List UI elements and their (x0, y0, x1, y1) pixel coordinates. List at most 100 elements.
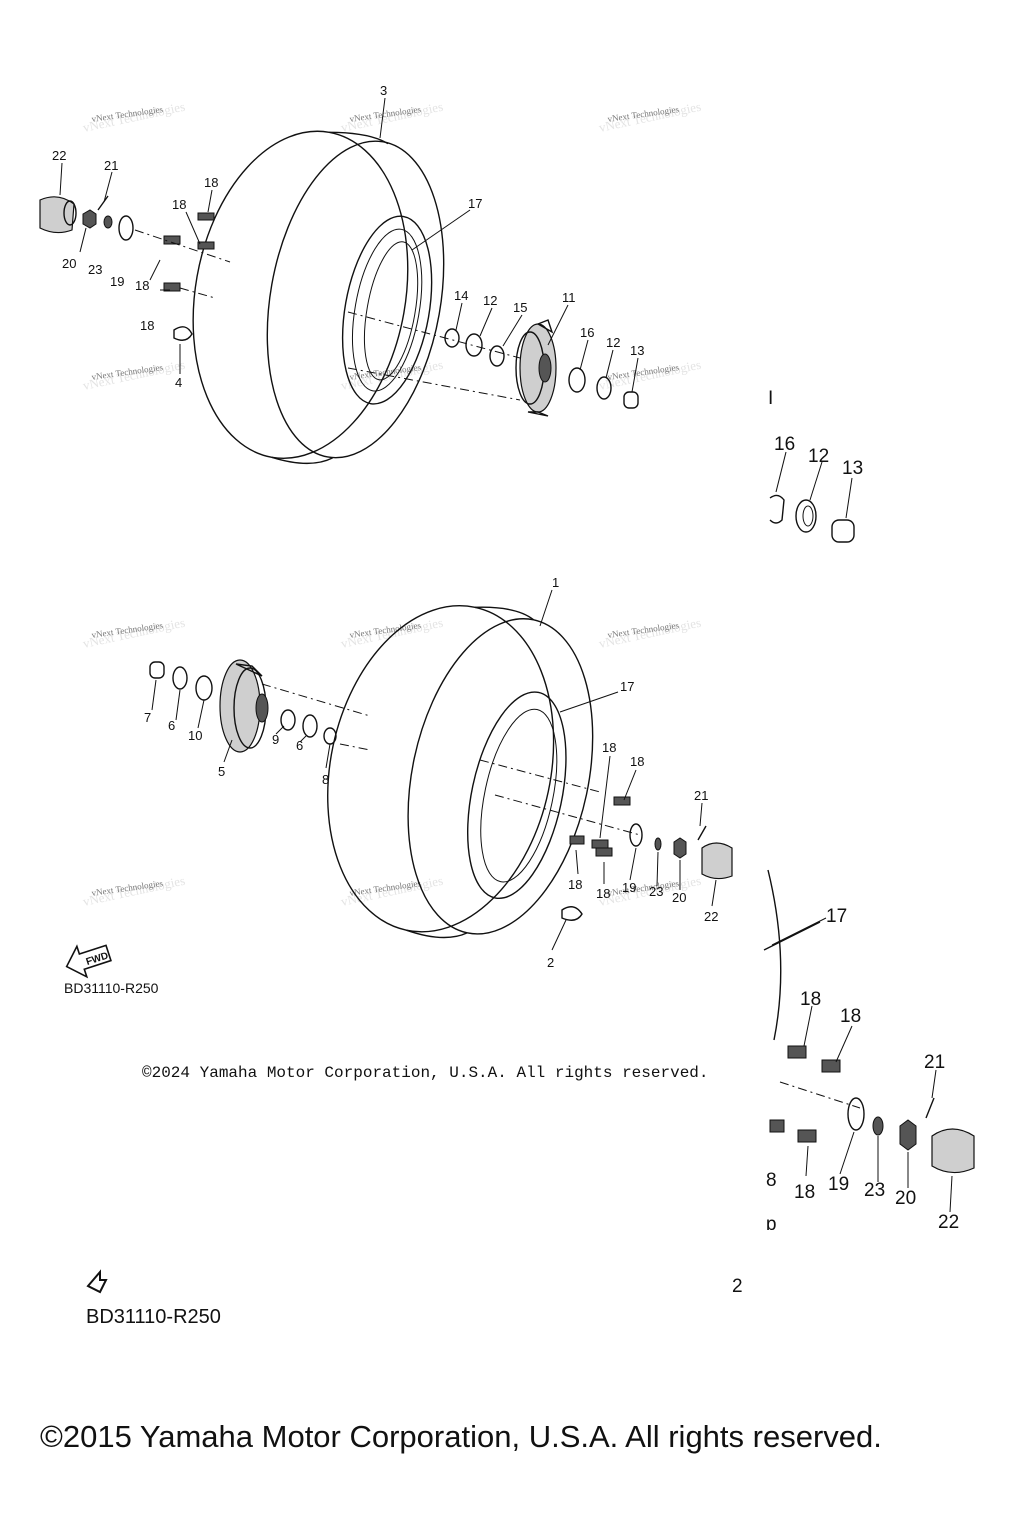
inset-fragment: ɒ (766, 1214, 777, 1235)
lower-bolt-18 (591, 839, 609, 849)
callout-16: 16 (580, 325, 594, 340)
callout-21: 21 (104, 158, 118, 173)
lower-part-6 (172, 666, 188, 690)
callout-22: 22 (938, 1212, 959, 1233)
upper-washer-23 (103, 215, 113, 229)
callout-9: 9 (272, 732, 279, 747)
lower-nut-20 (673, 837, 687, 859)
upper-pin-21 (97, 195, 109, 211)
lower-pin-21 (697, 825, 707, 841)
callout-19: 19 (110, 274, 124, 289)
callout-16: 16 (774, 434, 795, 455)
callout-18: 18 (596, 886, 610, 901)
inset-upper: I 16 12 13 (768, 388, 863, 543)
inset-pin-21 (925, 1097, 935, 1119)
callout-4: 4 (175, 375, 182, 390)
lower-washer-23 (654, 837, 662, 851)
callout-19: 19 (828, 1174, 849, 1195)
callout-18: 18 (602, 740, 616, 755)
callout-20: 20 (895, 1188, 916, 1209)
upper-valve-4 (173, 326, 193, 341)
callout-10: 10 (188, 728, 202, 743)
watermarks: vNext Technologies vNext Technologies vN… (82, 99, 703, 909)
callout-23: 23 (864, 1180, 885, 1201)
inset-fragment: I (768, 388, 773, 409)
callout-17: 17 (620, 679, 634, 694)
upper-washer-19 (118, 215, 134, 241)
lower-part-7 (149, 661, 165, 679)
upper-callouts: 3 22 21 18 18 17 20 23 19 18 18 14 12 15… (52, 83, 644, 390)
callout-13: 13 (842, 458, 863, 479)
callout-18: 18 (800, 989, 821, 1010)
upper-part-16 (568, 367, 586, 393)
callout-18: 18 (840, 1006, 861, 1027)
lower-fasteners (561, 796, 733, 921)
lower-part-8 (323, 727, 337, 745)
lower-callouts: 1 17 7 6 10 5 9 6 8 18 18 21 18 18 19 23… (144, 575, 718, 970)
lower-part-9 (280, 709, 296, 731)
upper-bolt-18 (163, 235, 181, 245)
copyright-notice-2015: ©2015 Yamaha Motor Corporation, U.S.A. A… (40, 1419, 882, 1454)
figure-code: BD31110-R250 (64, 980, 159, 996)
inset-washer-23 (872, 1116, 884, 1136)
upper-part-15 (489, 345, 505, 367)
upper-tire (192, 130, 445, 465)
upper-part-12 (465, 333, 483, 357)
figure-code-enlarged: BD31110-R250 (86, 1306, 221, 1328)
callout-7: 7 (144, 710, 151, 725)
fwd-arrow-icon-fragment (86, 1269, 108, 1294)
lower-hub (219, 659, 269, 753)
callout-8: 8 (322, 772, 329, 787)
copyright-notice-2024: ©2024 Yamaha Motor Corporation, U.S.A. A… (142, 1064, 709, 1082)
inset-cap-22 (931, 1128, 975, 1174)
upper-cap-22 (39, 196, 75, 234)
inset-part-12 (795, 499, 817, 533)
callout-21: 21 (694, 788, 708, 803)
callout-23: 23 (649, 884, 663, 899)
callout-18: 18 (140, 318, 154, 333)
callout-18: 18 (172, 197, 186, 212)
callout-5: 5 (218, 764, 225, 779)
callout-1: 1 (552, 575, 559, 590)
callout-13: 13 (630, 343, 644, 358)
lower-part-10 (195, 675, 213, 701)
callout-22: 22 (704, 909, 718, 924)
lower-valve-2 (561, 906, 583, 921)
inset-washer-19 (847, 1097, 865, 1131)
callout-3: 3 (380, 83, 387, 98)
callout-8: 8 (766, 1170, 777, 1191)
callout-12: 12 (606, 335, 620, 350)
callout-20: 20 (672, 890, 686, 905)
lower-washer-19 (629, 823, 643, 847)
callout-20: 20 (62, 256, 76, 271)
callout-18: 18 (630, 754, 644, 769)
callout-21: 21 (924, 1052, 945, 1073)
callout-6: 6 (296, 738, 303, 753)
inset-fragment: 2 (732, 1276, 743, 1297)
upper-hub (515, 319, 557, 417)
lower-rim (466, 691, 567, 900)
lower-cap-22 (701, 842, 733, 880)
inset-lower: 17 18 18 21 8 18 19 23 20 22 ɒ 2 (732, 869, 975, 1297)
upper-part-13 (623, 391, 639, 409)
lower-wheel-assembly: 1 17 7 6 10 5 9 6 8 18 18 21 18 18 19 23… (144, 575, 733, 970)
callout-17: 17 (826, 906, 847, 927)
lower-tire (327, 605, 594, 939)
callout-11: 11 (562, 290, 576, 305)
inset-bolt-18 (787, 1045, 807, 1059)
callout-19: 19 (622, 880, 636, 895)
callout-2: 2 (547, 955, 554, 970)
callout-12: 12 (483, 293, 497, 308)
upper-part-12b (596, 376, 612, 400)
inset-nut-20 (899, 1119, 917, 1151)
callout-12: 12 (808, 446, 829, 467)
callout-14: 14 (454, 288, 468, 303)
inset-part-13 (831, 519, 855, 543)
upper-rim (341, 215, 433, 405)
callout-22: 22 (52, 148, 66, 163)
lower-part-6b (302, 714, 318, 738)
callout-18: 18 (794, 1182, 815, 1203)
fwd-arrow-icon: FWD (65, 944, 112, 979)
callout-18: 18 (568, 877, 582, 892)
